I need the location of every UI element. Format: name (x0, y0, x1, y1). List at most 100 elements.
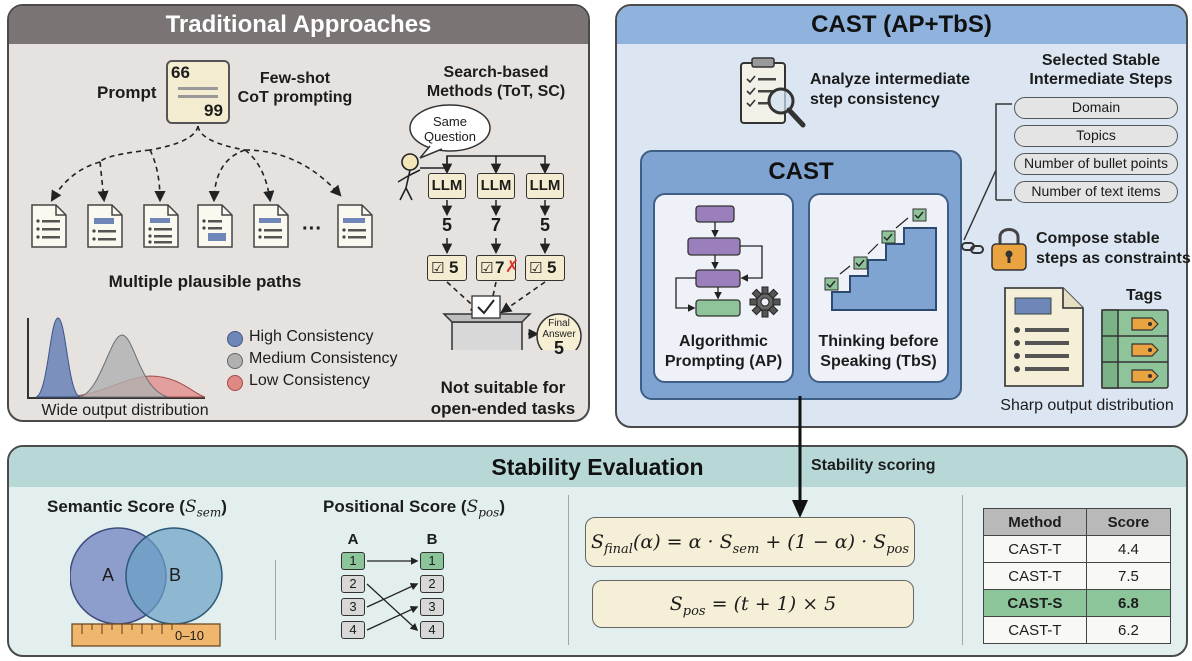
final-answer-label: Final Answer (542, 318, 576, 340)
list-a-item: 1 (341, 552, 365, 570)
dist-caption: Wide output distribution (41, 402, 209, 419)
check-box-1: ☑ 5 (427, 255, 467, 281)
output-document-icon (1004, 287, 1084, 387)
path-documents (31, 204, 373, 248)
final-answer-value: 5 (553, 338, 564, 358)
semantic-sub: sem (196, 505, 222, 520)
legend-swatch-high (227, 331, 243, 347)
table-row: CAST-T 4.4 (983, 535, 1172, 563)
sharp-caption: Sharp output distribution (1000, 397, 1174, 414)
separator (275, 560, 276, 640)
formula-pos-text: Spos = (t + 1) × 5 (669, 593, 837, 619)
branch-arrows (50, 125, 342, 203)
legend-item-high: High Consistency (227, 328, 427, 350)
legend: High Consistency Medium Consistency Low … (227, 328, 427, 394)
answer-2: 7 (490, 215, 501, 235)
table-cell-method: CAST-S (983, 589, 1087, 617)
table-cell-score: 6.8 (1085, 589, 1172, 617)
list-b-item: 3 (420, 598, 444, 616)
stability-title: Stability Evaluation (491, 454, 704, 480)
table-header-method: Method (983, 508, 1087, 536)
final-score-formula: Sfinal(α) = α · Ssem + (1 − α) · Spos (585, 517, 915, 567)
venn-diagram (70, 527, 223, 647)
table-row: CAST-T 6.2 (983, 616, 1172, 644)
table-header-row: Method Score (983, 508, 1172, 536)
list-a-item: 2 (341, 575, 365, 593)
prompt-card: 66 99 (166, 60, 230, 124)
stability-header: Stability Evaluation (9, 447, 1186, 487)
traditional-title: Traditional Approaches (165, 11, 432, 38)
card-top-number: 66 (171, 63, 190, 82)
not-suitable-caption: Not suitable for open-ended tasks (430, 378, 576, 418)
document-icon (31, 204, 67, 248)
branch-arrow (50, 161, 101, 202)
prompt-label: Prompt (97, 83, 157, 102)
check-value-1: 5 (449, 258, 459, 277)
chain-lock-icon (961, 228, 1027, 271)
step-pill-bullets: Number of bullet points (1014, 153, 1178, 175)
semantic-score-title: Semantic Score (Ssem) (47, 497, 227, 519)
checkbox-icon: ☑ (431, 260, 445, 277)
cross-icon: ✗ (505, 257, 520, 276)
list-a-item: 3 (341, 598, 365, 616)
table-cell-method: CAST-T (983, 535, 1087, 563)
venn-label-a: A (101, 565, 114, 585)
selected-steps-title: Selected Stable Intermediate Steps (1029, 52, 1173, 88)
ap-label: Algorithmic Prompting (AP) (664, 333, 783, 370)
col-a-label: A (347, 531, 359, 548)
positional-title-close: ) (499, 497, 505, 516)
formula-final-text: Sfinal(α) = α · Ssem + (1 − α) · Spos (590, 531, 910, 557)
cast-header: CAST (AP+TbS) (617, 6, 1186, 44)
checkbox-icon: ☑ (480, 260, 494, 277)
legend-swatch-medium (227, 353, 243, 369)
output-distribution-plot (27, 317, 206, 399)
table-cell-score: 7.5 (1085, 562, 1172, 590)
table-cell-score: 6.2 (1085, 616, 1172, 644)
table-header-score: Score (1085, 508, 1172, 536)
list-b-item: 1 (420, 552, 444, 570)
table-cell-method: CAST-T (983, 616, 1087, 644)
traditional-graphics (27, 125, 373, 399)
question-connectors (420, 155, 551, 175)
branch-arrow (197, 125, 246, 151)
branch-arrow (244, 149, 275, 203)
high-consistency-curve (35, 317, 81, 398)
cast-inner-title: CAST (768, 158, 834, 185)
branch-arrow (149, 149, 166, 203)
semantic-sym: S (184, 497, 197, 517)
traditional-header: Traditional Approaches (9, 6, 588, 44)
search-graphics (397, 104, 582, 350)
branch-arrow (208, 149, 246, 203)
list-a-item: 4 (341, 621, 365, 639)
legend-label-low: Low Consistency (249, 372, 370, 389)
docs-ellipsis: ··· (302, 218, 322, 240)
document-icon (197, 204, 233, 248)
separator (568, 495, 569, 645)
list-b-item: 2 (420, 575, 444, 593)
checkbox-icon: ☑ (529, 260, 543, 277)
semantic-title-text: Semantic Score ( (47, 497, 185, 516)
cast-title: CAST (AP+TbS) (811, 11, 992, 38)
legend-label-high: High Consistency (249, 328, 374, 345)
check-box-2: ☑ 7 ✗ (476, 255, 520, 281)
answer-1: 5 (441, 215, 452, 235)
person-icon (397, 153, 421, 201)
document-icon (337, 204, 373, 248)
legend-item-medium: Medium Consistency (227, 350, 427, 372)
llm-arrows (441, 200, 551, 255)
positional-sym: S (466, 497, 479, 517)
branch-arrow (97, 161, 109, 203)
branch-arrow (99, 149, 151, 163)
table-row-highlighted: CAST-S 6.8 (983, 589, 1172, 617)
table-row: CAST-T 7.5 (983, 562, 1172, 590)
medium-consistency-curve (77, 334, 169, 398)
analyze-label: Analyze intermediate step consistency (810, 71, 971, 108)
branch-arrow (244, 149, 342, 197)
separator (962, 495, 963, 645)
step-pill-topics: Topics (1014, 125, 1178, 147)
semantic-title-close: ) (221, 497, 227, 516)
card-line (178, 87, 218, 90)
table-cell-score: 4.4 (1085, 535, 1172, 563)
bubble-text: Same Question (423, 114, 477, 144)
ballot-box-icon (442, 295, 532, 350)
